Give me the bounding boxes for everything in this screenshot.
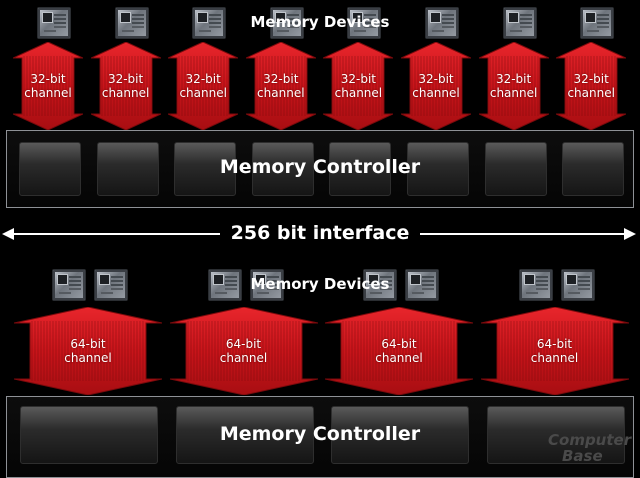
channel-arrow-top-7-label-line2: channel xyxy=(489,86,538,100)
channel-arrow-bottom-3-label-line2: channel xyxy=(375,351,423,365)
interface-double-arrow xyxy=(2,228,636,240)
controller-block-top-5 xyxy=(329,142,392,196)
channel-arrow-top-8-label-line1: 32-bit xyxy=(573,72,609,86)
controller-block-bottom-4 xyxy=(486,406,625,464)
controller-block-bottom-3 xyxy=(331,406,469,464)
channel-arrow-bottom-1-label-line1: 64-bit xyxy=(70,337,106,351)
bottom-memory-controller-label: Memory Controller xyxy=(219,423,421,445)
controller-block-bottom-1 xyxy=(20,406,158,464)
channel-arrow-bottom-4-label-line1: 64-bit xyxy=(536,337,573,351)
channel-arrow-top-2-label-line1: 32-bit xyxy=(107,72,144,86)
memory-chip-top-4 xyxy=(269,7,304,39)
top-memory-devices-label: Memory Devices xyxy=(250,13,390,31)
left-arrowhead xyxy=(2,228,14,240)
memory-chip-bottom-7 xyxy=(518,269,553,301)
channel-arrow-top-5-label-line2: channel xyxy=(334,86,383,100)
controller-block-top-8 xyxy=(562,142,625,196)
controller-block-top-3 xyxy=(174,142,237,196)
channel-arrow-top-6-label-line2: channel xyxy=(412,86,460,100)
bottom-memory-devices-label: Memory Devices xyxy=(250,275,390,293)
memory-chip-bottom-8 xyxy=(560,269,595,301)
controller-block-top-4 xyxy=(251,142,314,196)
watermark-line1: Computer xyxy=(548,431,632,449)
memory-chip-bottom-5 xyxy=(363,269,397,301)
channel-arrow-bottom-2-label-line1: 64-bit xyxy=(225,337,262,351)
memory-chip-top-5 xyxy=(347,7,382,39)
memory-chip-bottom-6 xyxy=(405,269,439,301)
memory-chip-top-1 xyxy=(37,7,71,39)
right-arrowhead xyxy=(624,228,636,240)
controller-block-bottom-2 xyxy=(175,406,314,464)
controller-block-top-1 xyxy=(19,142,81,196)
memory-chip-bottom-2 xyxy=(94,269,128,301)
channel-arrow-top-8-label-line2: channel xyxy=(567,86,615,100)
channel-arrow-bottom-1-label-line2: channel xyxy=(64,351,112,365)
memory-chip-bottom-3 xyxy=(207,269,242,301)
controller-block-top-6 xyxy=(407,142,469,196)
channel-arrow-top-1-label-line1: 32-bit xyxy=(30,72,66,86)
memory-chip-bottom-1 xyxy=(52,269,86,301)
channel-arrow-top-7-label-line1: 32-bit xyxy=(495,72,532,86)
channel-arrow-top-3-label-line2: channel xyxy=(179,86,227,100)
channel-arrow-top-3-label-line1: 32-bit xyxy=(185,72,221,86)
channel-arrow-bottom-3-label-line1: 64-bit xyxy=(381,337,417,351)
channel-arrow-top-2-label-line2: channel xyxy=(101,86,150,100)
channel-arrow-top-1-label-line2: channel xyxy=(24,86,72,100)
channel-arrow-bottom-4-label-line2: channel xyxy=(530,351,579,365)
channel-arrow-top-4-label-line2: channel xyxy=(257,86,305,100)
watermark-line2: Base xyxy=(562,447,603,465)
channel-arrow-bottom-2-label-line2: channel xyxy=(219,351,268,365)
memory-chip-top-6 xyxy=(425,7,459,39)
memory-chip-top-3 xyxy=(192,7,227,39)
channel-arrow-top-5-label-line1: 32-bit xyxy=(340,72,377,86)
channel-arrow-top-6-label-line1: 32-bit xyxy=(418,72,454,86)
controller-block-top-2 xyxy=(96,142,159,196)
channel-arrow-top-4-label-line1: 32-bit xyxy=(263,72,299,86)
computerbase-watermark: Computer Base xyxy=(548,432,638,464)
memory-chip-top-8 xyxy=(580,7,615,39)
memory-chip-top-2 xyxy=(114,7,149,39)
controller-block-top-7 xyxy=(484,142,547,196)
top-memory-controller-label: Memory Controller xyxy=(219,156,421,178)
memory-chip-bottom-4 xyxy=(249,269,284,301)
interface-label: 256 bit interface xyxy=(230,222,410,244)
memory-chip-top-7 xyxy=(502,7,537,39)
